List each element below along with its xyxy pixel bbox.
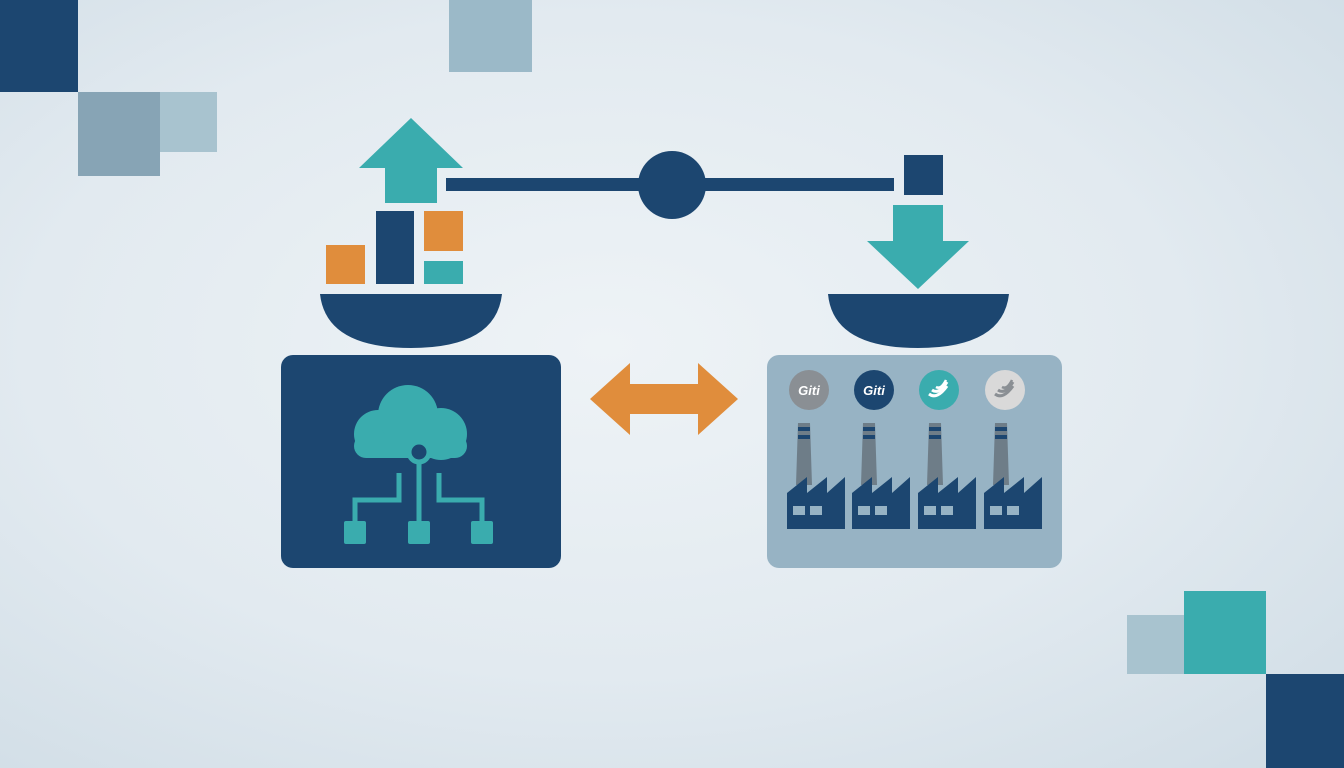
teal-up-arrow-icon — [359, 118, 463, 203]
cloud-network-icon — [344, 385, 493, 544]
wave-logo-4-icon — [985, 370, 1025, 410]
factory-icon — [918, 423, 976, 529]
factory-icon — [984, 423, 1042, 529]
brand-logo-1-icon: Giti — [789, 370, 829, 410]
double-arrow-icon — [590, 363, 738, 435]
factory-icon — [787, 423, 845, 529]
teal-block — [424, 261, 463, 284]
corner-square-top-center — [449, 0, 532, 72]
factory-icon — [852, 423, 910, 529]
left-scale-pan — [320, 294, 502, 348]
factories — [787, 423, 1042, 529]
factory-panel: Giti Giti — [767, 355, 1062, 568]
cloud-network-panel — [281, 355, 561, 568]
navy-block — [376, 211, 414, 284]
corner-square-light-bottom-right — [1127, 615, 1184, 674]
scale-pivot — [638, 151, 706, 219]
orange-block — [424, 211, 463, 251]
corner-square-teal-bottom-right — [1184, 591, 1266, 674]
right-scale-pan — [828, 294, 1009, 348]
corner-square-navy-bottom-right — [1266, 674, 1344, 768]
wave-logo-3-icon — [919, 370, 959, 410]
orange-block — [326, 245, 365, 284]
brand-logo-2-icon: Giti — [854, 370, 894, 410]
navy-block — [904, 155, 943, 195]
teal-down-arrow-icon — [867, 205, 969, 289]
corner-square-slate-top-left — [78, 92, 160, 176]
corner-square-navy-top-left — [0, 0, 78, 92]
corner-square-light-top-left — [160, 92, 217, 152]
